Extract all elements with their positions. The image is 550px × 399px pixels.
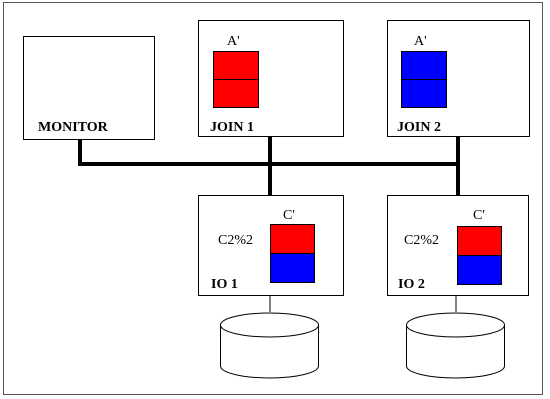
join1-partition-top	[213, 51, 259, 80]
io1-node: C' C2%2 IO 1	[198, 195, 344, 296]
join2-label: JOIN 2	[397, 120, 441, 135]
join2-node: A' JOIN 2	[387, 20, 530, 137]
io2-disk-icon	[406, 325, 505, 379]
join1-label: JOIN 1	[210, 120, 254, 135]
join2-partition-bottom	[401, 79, 447, 108]
io2-partition-red	[457, 226, 502, 256]
io2-partition-blue	[457, 255, 502, 285]
io2-disk-top	[406, 312, 505, 338]
io1-hash-label: C2%2	[218, 233, 253, 248]
join1-partition-bottom	[213, 79, 259, 108]
monitor-box	[23, 36, 155, 140]
io1-disk-top	[220, 312, 319, 338]
io1-partition-red	[270, 224, 315, 254]
io2-hash-label: C2%2	[404, 233, 439, 248]
io2-node: C' C2%2 IO 2	[387, 195, 529, 296]
monitor-label: MONITOR	[38, 120, 109, 135]
join1-node: A' JOIN 1	[198, 20, 344, 137]
io1-label: IO 1	[211, 277, 238, 292]
io2-partition-label: C'	[473, 208, 485, 223]
network-bus	[78, 136, 460, 195]
io2-disk	[406, 296, 505, 379]
io2-label: IO 2	[398, 277, 425, 292]
io1-partition-blue	[270, 253, 315, 283]
io1-disk-icon	[220, 325, 319, 379]
io1-disk	[220, 296, 319, 379]
monitor-node: MONITOR	[23, 36, 155, 140]
join2-partition-top	[401, 51, 447, 80]
io1-partition-label: C'	[283, 208, 295, 223]
join1-partition-label: A'	[227, 34, 240, 49]
join2-partition-label: A'	[414, 34, 427, 49]
